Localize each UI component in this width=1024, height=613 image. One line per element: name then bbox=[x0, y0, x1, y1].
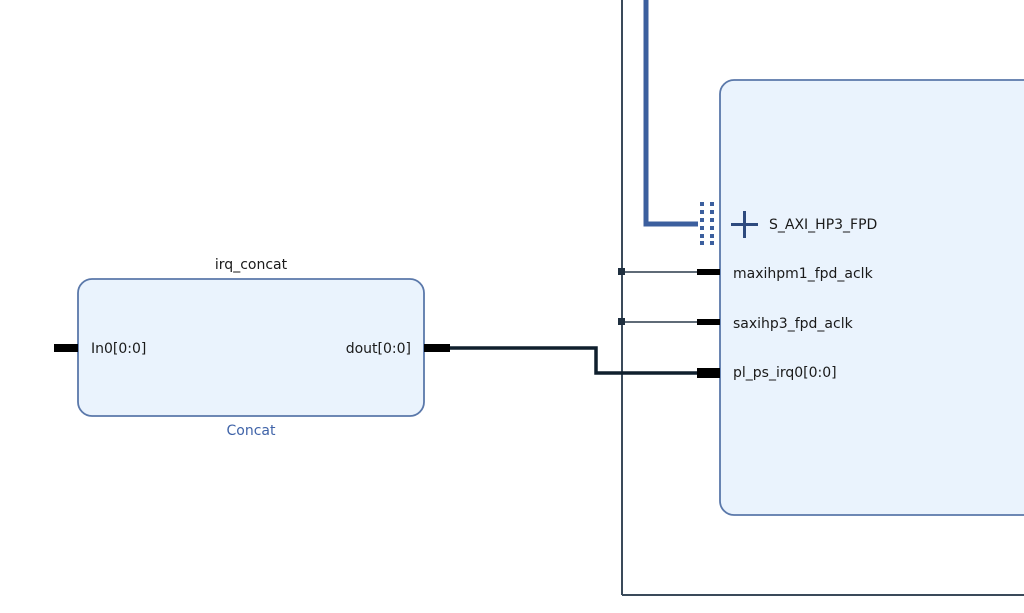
port-pin-maxihpm1[interactable] bbox=[697, 269, 720, 275]
port-label-maxihpm1: maxihpm1_fpd_aclk bbox=[733, 266, 874, 282]
port-pin-pl-ps-irq0[interactable] bbox=[697, 368, 720, 378]
net-junction-1 bbox=[618, 268, 625, 275]
concat-block[interactable]: irq_concat In0[0:0] dout[0:0] Concat bbox=[54, 257, 450, 439]
concat-instance-name: irq_concat bbox=[215, 257, 288, 273]
port-pin-saxihp3[interactable] bbox=[697, 319, 720, 325]
concat-in-pin[interactable] bbox=[54, 344, 78, 352]
net-junction-2 bbox=[618, 318, 625, 325]
ps-block[interactable]: S_AXI_HP3_FPD maxihpm1_fpd_aclk saxihp3_… bbox=[697, 79, 1024, 516]
net-irq[interactable] bbox=[448, 346, 698, 375]
concat-ip-name: Concat bbox=[227, 423, 276, 439]
bus-connector-icon[interactable] bbox=[698, 200, 718, 246]
concat-in-port-label: In0[0:0] bbox=[91, 341, 146, 357]
concat-out-port-label: dout[0:0] bbox=[346, 341, 411, 357]
bus-interface-label: S_AXI_HP3_FPD bbox=[769, 217, 877, 233]
axi-bus-net[interactable] bbox=[643, 0, 698, 227]
ps-block-body[interactable] bbox=[719, 79, 1024, 516]
port-label-saxihp3: saxihp3_fpd_aclk bbox=[733, 316, 854, 332]
port-label-pl-ps-irq0: pl_ps_irq0[0:0] bbox=[733, 365, 837, 381]
concat-out-pin[interactable] bbox=[424, 344, 450, 352]
plus-icon[interactable] bbox=[731, 211, 758, 238]
